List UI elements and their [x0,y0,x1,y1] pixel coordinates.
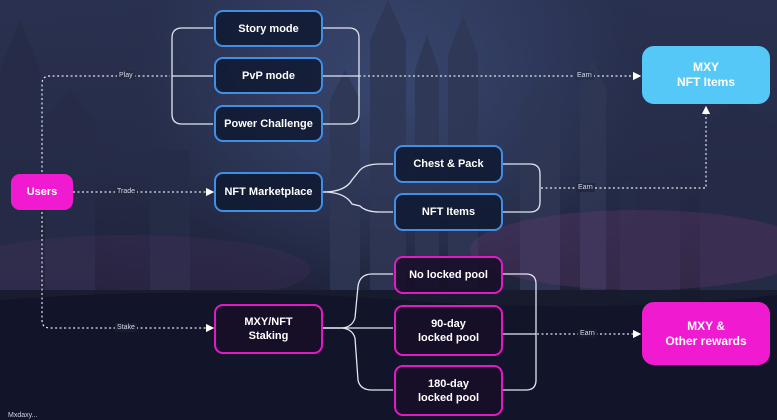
mxy-nft-staking-node: MXY/NFT Staking [214,304,323,354]
edge-play-line [41,75,170,181]
no-locked-pool-node: No locked pool [394,256,503,294]
edge-label-stake: Stake [115,323,137,332]
locked-90-node: 90-day locked pool [394,305,503,356]
chest-pack-node: Chest & Pack [394,145,503,183]
edge-stake-line [41,203,215,333]
pvp-mode-node: PvP mode [214,57,323,94]
edge-label-earn-trade: Earn [576,183,595,192]
edge-label-trade: Trade [115,187,138,196]
mxy-other-rewards-output: MXY & Other rewards [642,302,770,365]
edge-label-earn-play: Earn [575,71,594,80]
mxy-nft-items-output: MXY NFT Items [642,46,770,104]
nft-items-node: NFT Items [394,193,503,231]
footer-text: Mxdaxy... [8,412,38,419]
edge-label-play: Play [117,71,135,80]
edge-earn-trade-line [541,105,711,189]
locked-180-node: 180-day locked pool [394,365,503,416]
users-node: Users [11,174,73,210]
edge-label-earn-stake: Earn [578,329,597,338]
power-challenge-node: Power Challenge [214,105,323,142]
nft-marketplace-node: NFT Marketplace [214,172,323,212]
story-mode-node: Story mode [214,10,323,47]
